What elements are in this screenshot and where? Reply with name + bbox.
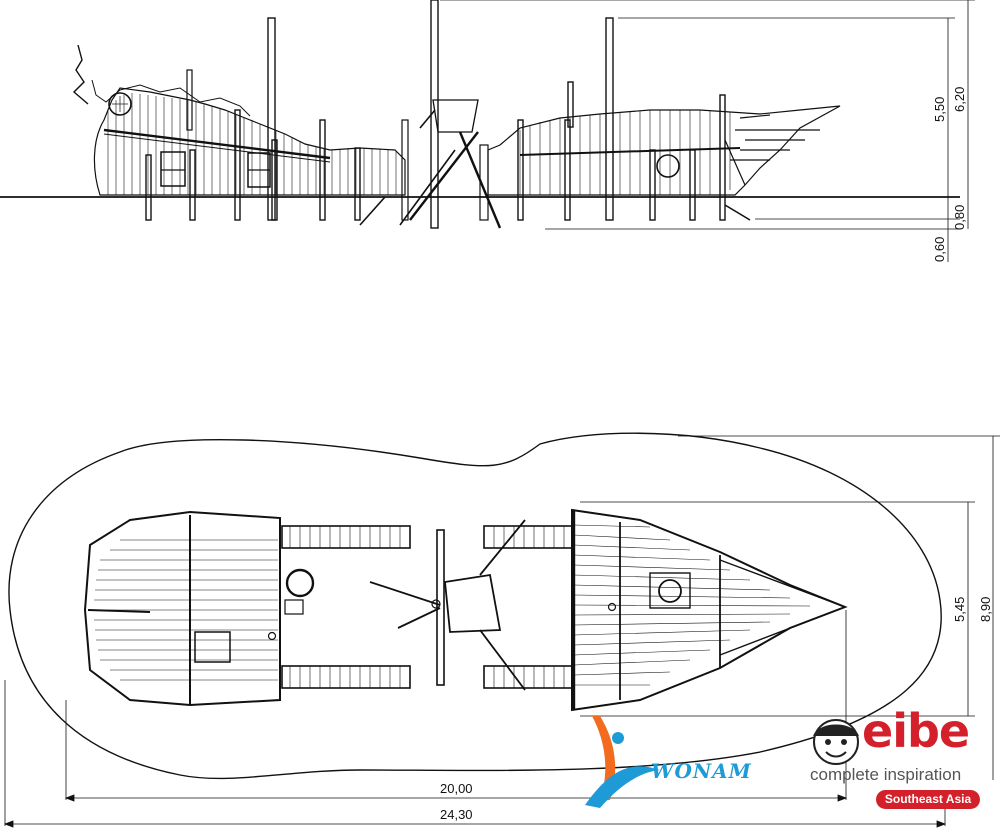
dim-plan-length-outer: 24,30 xyxy=(440,807,473,822)
dim-plan-length-inner: 20,00 xyxy=(440,781,473,796)
stern-porthole xyxy=(108,92,132,116)
eibe-face-logo xyxy=(813,719,859,765)
dim-side-below-ground: 0,80 xyxy=(952,205,967,230)
bow-porthole xyxy=(656,154,680,178)
side-dimensions xyxy=(440,0,975,262)
middle-tower xyxy=(359,99,502,229)
wonam-logo-text: WONAM xyxy=(651,759,752,783)
stern-hatch xyxy=(285,568,315,598)
mast-3 xyxy=(605,17,614,221)
side-elevation xyxy=(0,0,960,230)
bow-hatch xyxy=(658,579,682,603)
stern-hull xyxy=(93,87,406,196)
dim-side-base: 0,60 xyxy=(932,237,947,262)
safety-zone xyxy=(8,432,942,780)
eibe-logo-text: eibe xyxy=(862,704,970,758)
dim-side-height-total: 6,20 xyxy=(952,87,967,112)
plan-view xyxy=(8,432,942,780)
bow-hull xyxy=(487,105,841,196)
dim-plan-width-inner: 5,45 xyxy=(952,597,967,622)
eibe-tagline: complete inspiration xyxy=(810,765,962,784)
wonam-figure-logo xyxy=(585,716,660,808)
dim-plan-width-outer: 8,90 xyxy=(978,597,993,622)
dim-side-height-main: 5,50 xyxy=(932,97,947,122)
eibe-region-badge: Southeast Asia xyxy=(876,790,980,809)
stern-deck xyxy=(83,510,281,707)
mast-1 xyxy=(267,17,276,221)
side-window-1 xyxy=(160,151,186,187)
plan-dimensions xyxy=(3,435,1000,828)
